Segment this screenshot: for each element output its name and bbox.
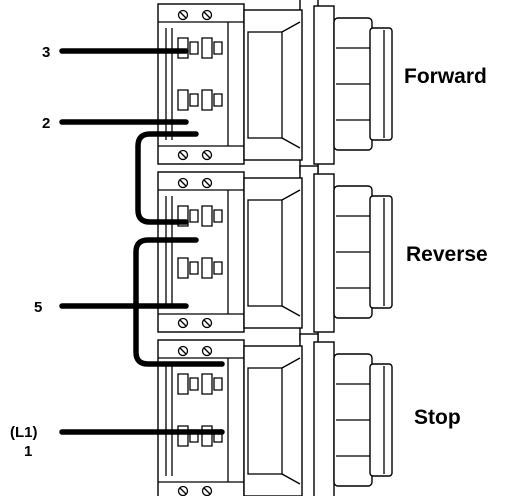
wire-label-1: 1	[24, 443, 32, 460]
wire-label-2: 2	[42, 115, 50, 132]
forward-label: Forward	[404, 65, 487, 88]
wire-label-3: 3	[42, 44, 50, 61]
forward-button-unit	[157, 0, 393, 173]
reverse-label: Reverse	[406, 243, 488, 266]
wire-jumper-forward-reverse	[135, 131, 199, 225]
stop-label: Stop	[414, 406, 461, 429]
reverse-button-unit	[157, 165, 393, 341]
wire-jumper-reverse-stop	[133, 237, 225, 367]
wire-label-l1: (L1)	[10, 424, 38, 441]
stop-button-unit	[157, 333, 393, 496]
wire-label-5: 5	[34, 299, 42, 316]
